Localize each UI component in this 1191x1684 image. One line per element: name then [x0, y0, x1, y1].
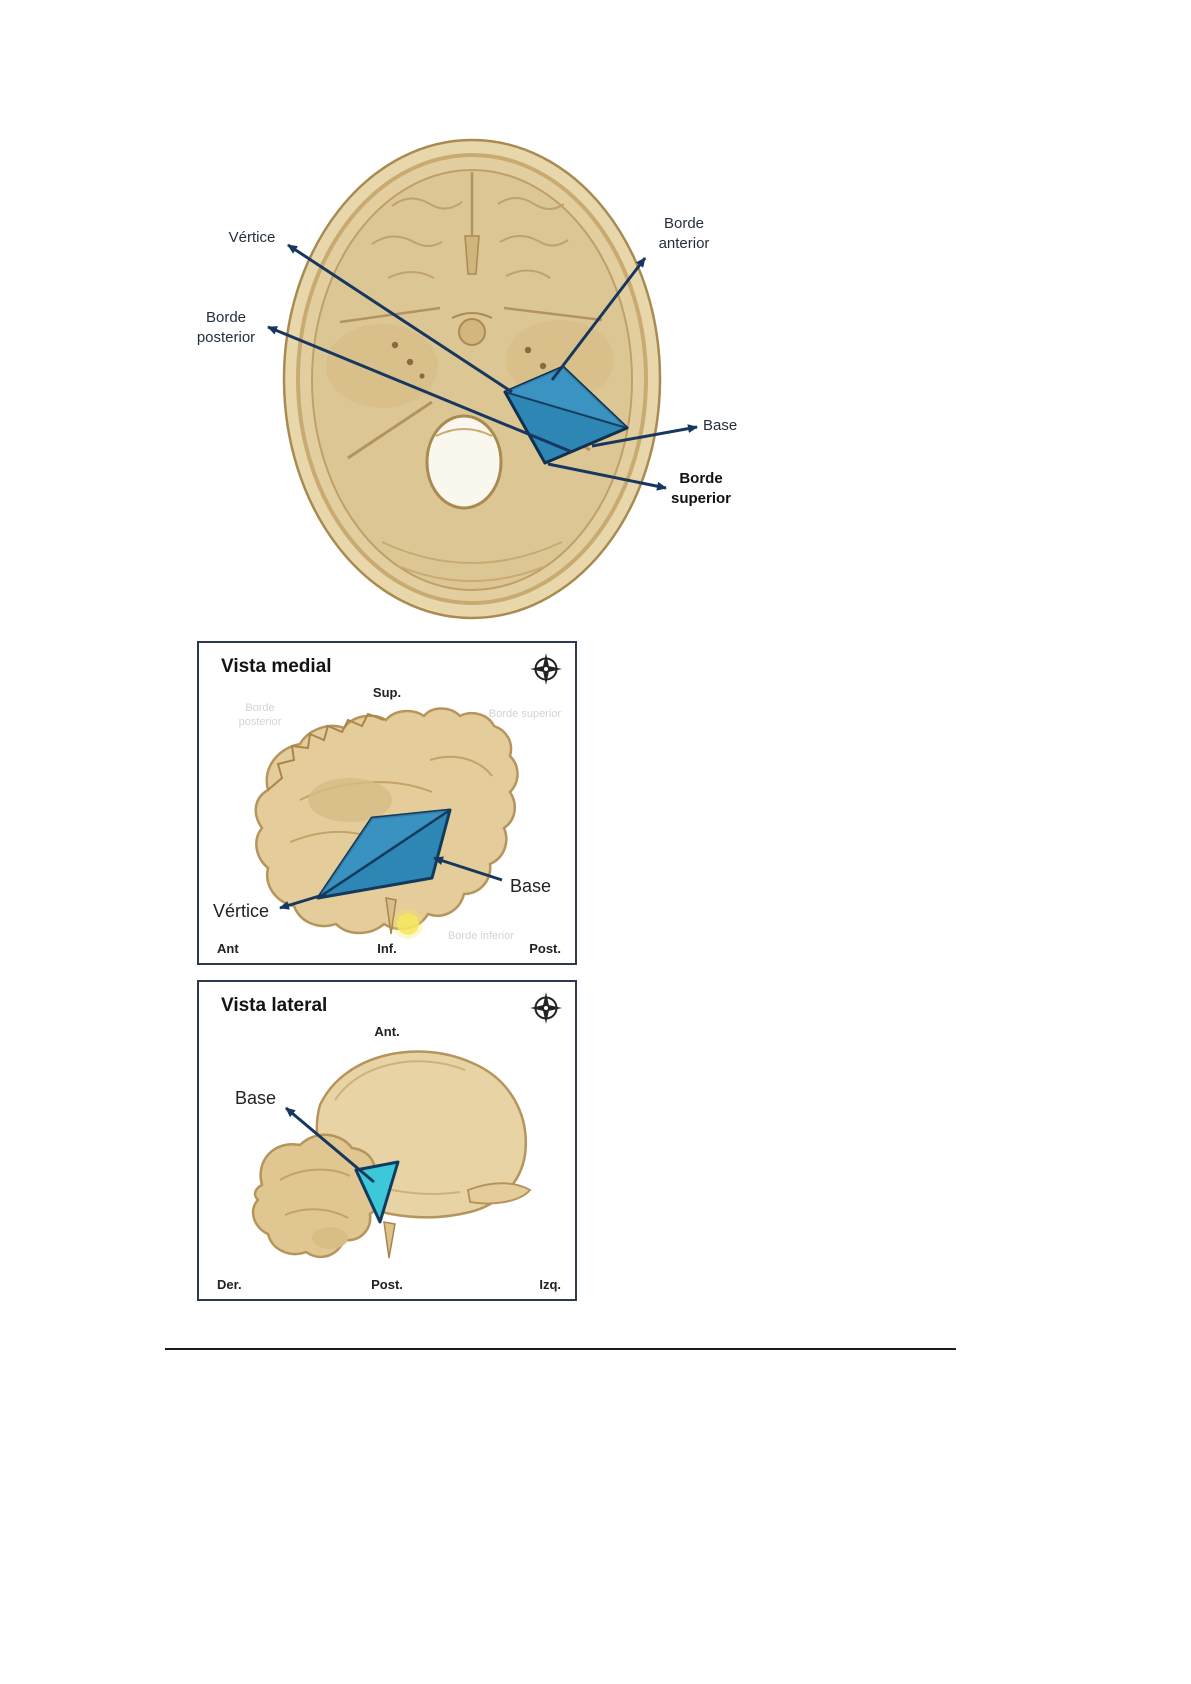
orientation-anterior: Ant — [217, 941, 239, 956]
label-vertice-top: Vértice — [228, 229, 276, 246]
skull-base-illustration — [282, 138, 662, 620]
leader-arrows-top — [267, 243, 698, 491]
label-borde-posterior: Borde posterior — [196, 309, 256, 347]
petrous-highlight-top — [503, 365, 629, 465]
orientation-izquierda: Izq. — [539, 1277, 561, 1292]
faint-label-borde-posterior: Borde posterior — [238, 702, 282, 729]
faint-label-borde-superior: Borde superior — [488, 708, 562, 720]
orientation-posterior-bottom: Post. — [371, 1277, 403, 1292]
horizontal-divider — [165, 1348, 956, 1350]
label-base-lateral: Base — [235, 1088, 277, 1108]
orientation-derecha: Der. — [217, 1277, 242, 1292]
faint-label-borde-inferior: Borde inferior — [447, 930, 515, 942]
panel-vista-lateral: Vista lateral Ant. Base Der. Post. Izq. — [197, 980, 577, 1301]
orientation-posterior: Post. — [529, 941, 561, 956]
label-base-medial: Base — [510, 876, 552, 896]
panel-lateral-title: Vista lateral — [221, 995, 328, 1016]
orientation-anterior-top: Ant. — [374, 1024, 400, 1039]
panel-medial-title: Vista medial — [221, 656, 332, 677]
panel-vista-medial: Vista medial Sup. Borde posterior Borde … — [197, 641, 577, 965]
label-borde-superior: Borde superior — [670, 470, 731, 508]
label-borde-anterior: Borde anterior — [658, 215, 710, 253]
orientation-inferior: Inf. — [377, 941, 397, 956]
label-base-top: Base — [703, 417, 738, 434]
label-vertice-medial: Vértice — [213, 901, 270, 921]
orientation-superior: Sup. — [372, 685, 402, 700]
